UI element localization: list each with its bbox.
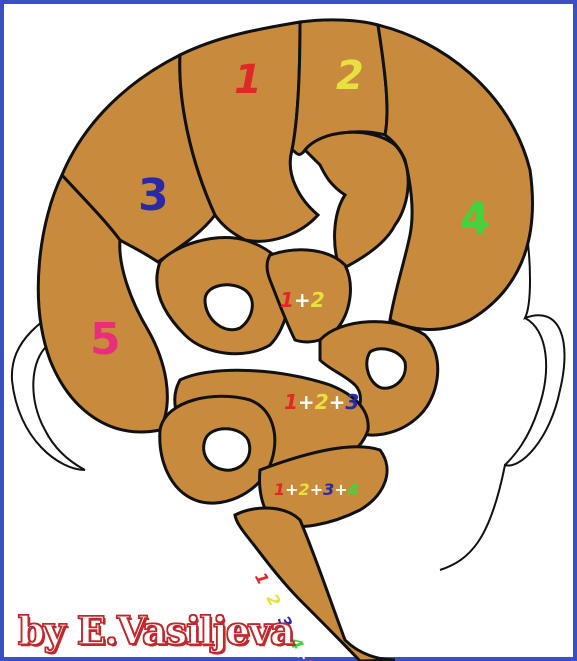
section-label-1: 1 xyxy=(234,60,262,100)
section-label-2: 2 xyxy=(336,56,364,96)
combined-label-1-2-3: 1+2+3 xyxy=(284,392,359,412)
right-ear xyxy=(505,318,546,465)
braid-hole-right xyxy=(367,349,406,388)
braid-loop-top xyxy=(305,132,408,270)
author-credit: by E.Vasiljeva xyxy=(18,608,294,653)
section-label-5: 5 xyxy=(90,318,121,362)
braid-hole-bottom xyxy=(204,429,250,470)
combined-label-1-2: 1+2 xyxy=(280,290,325,310)
combined-label-1-2-3-4: 1+2+3+4 xyxy=(274,482,359,498)
section-label-4: 4 xyxy=(460,198,491,242)
section-label-3: 3 xyxy=(138,174,169,218)
